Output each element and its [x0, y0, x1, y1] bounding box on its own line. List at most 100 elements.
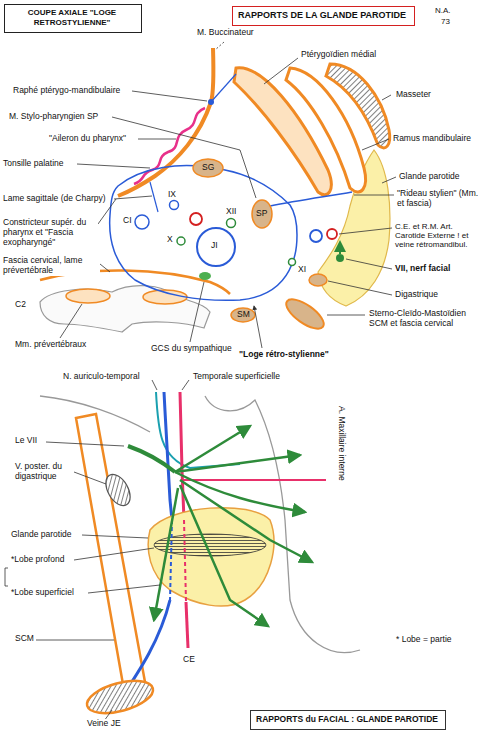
sm-muscle — [231, 308, 255, 322]
facial-branch — [175, 426, 250, 472]
anatomy-label: 73 — [440, 17, 451, 26]
superficial-temporal-artery — [180, 392, 184, 520]
anatomy-label: JI — [210, 241, 219, 251]
leader-line — [77, 164, 150, 168]
anatomy-label: *Lobe profond — [10, 555, 65, 565]
maxillary-artery — [183, 479, 326, 481]
leader-line — [339, 228, 392, 234]
leader-line — [328, 281, 392, 295]
anatomy-label: Glande parotide — [398, 172, 461, 182]
leader-line — [362, 139, 389, 150]
anatomy-label: Constricteur supér. du pharynx et "Fasci… — [2, 218, 98, 247]
facial-branch — [180, 480, 312, 562]
anatomy-label: CI — [122, 216, 133, 226]
leader-line — [182, 380, 189, 390]
leader-line — [190, 282, 204, 342]
prevertebral-muscle — [66, 289, 110, 303]
anatomy-label: * Lobe = partie — [395, 635, 453, 645]
facial-branch — [154, 488, 178, 620]
retromandibular-vein — [310, 230, 322, 242]
nerve-x — [177, 237, 185, 245]
anatomy-label: "Aileron du pharynx" — [48, 134, 127, 144]
anatomy-label: Veine JE — [86, 719, 122, 729]
leader-line — [327, 315, 365, 316]
anatomy-label: "Loge rétro-stylienne" — [238, 350, 330, 360]
stylopharyngeus — [252, 200, 272, 228]
anatomy-label: XI — [297, 265, 307, 275]
anatomy-label: M. Buccinateur — [196, 28, 255, 38]
anatomy-label: Masseter — [395, 90, 432, 100]
anatomy-label: Ptérygoïdien médial — [300, 50, 377, 60]
caption-box: RAPPORTS du FACIAL : GLANDE PAROTIDE — [250, 710, 446, 730]
leader-line — [46, 442, 124, 446]
posterior-digastric — [101, 470, 135, 509]
retrostyle-space — [110, 166, 297, 301]
facial-trunk — [128, 446, 175, 472]
c1-nerve — [135, 215, 149, 229]
facial-nerve-arrow — [339, 242, 341, 254]
leader-line — [354, 195, 394, 196]
box-text: RAPPORTS du FACIAL : GLANDE PAROTIDE — [256, 714, 440, 724]
sternocleidomastoid — [282, 294, 328, 334]
external-carotid — [186, 602, 188, 648]
anatomy-label: Raphé ptérygo-mandibulaire — [12, 86, 121, 96]
anatomy-label: Digastrique — [394, 290, 439, 300]
anatomy-label: SCM — [14, 634, 35, 644]
artery-in-gland — [184, 520, 186, 602]
anatomy-label: Sterno-Cleïdo-Mastoïdien SCM et fascia c… — [368, 309, 484, 329]
anatomy-label: Glande parotide — [10, 530, 73, 540]
stylian-curtain — [270, 192, 352, 206]
sternocleidomastoid-section — [84, 675, 157, 720]
anatomy-label: Ramus mandibulaire — [392, 134, 472, 144]
leader-lines — [5, 380, 189, 721]
anatomy-label: Mm. prévertébraux — [14, 340, 87, 350]
title-box: RAPPORTS DE LA GLANDE PAROTIDE — [232, 6, 415, 26]
anatomy-label: C2 — [14, 300, 27, 310]
facial-branch — [175, 472, 305, 512]
leader-line — [254, 306, 262, 348]
box-text: COUPE AXIALE "LOGE RETROSTYLIENNE" — [10, 8, 134, 27]
leader-line — [100, 264, 110, 272]
anatomy-label: SP — [255, 209, 268, 219]
vein — [164, 392, 172, 520]
leader-line — [132, 91, 207, 101]
anatomy-label: A. Maxillaire interne — [336, 405, 346, 482]
digastric-muscle — [309, 274, 327, 286]
anatomy-label: Tonsille palatine — [2, 159, 64, 169]
vertebra — [40, 286, 210, 332]
leader-line — [74, 548, 154, 560]
masseter-muscle — [326, 64, 390, 148]
anatomy-label: "Rideau stylien" (Mm. et fascia) — [396, 189, 482, 209]
pterygoid-fascia — [211, 74, 236, 102]
anatomy-label: CE — [182, 655, 196, 665]
leader-line — [112, 117, 256, 198]
anatomy-label: N.A. — [434, 6, 452, 15]
nerve-xii — [227, 219, 236, 228]
anatomy-label: C.E. et R.M. Art. Carotide Externe ! et … — [394, 222, 484, 250]
sagittal-lamina — [150, 182, 158, 212]
facial-nerve — [336, 254, 344, 262]
anatomy-label: X — [166, 235, 174, 245]
anatomy-label: V. poster. du digastrique — [14, 462, 74, 482]
external-carotid — [327, 229, 337, 239]
anatomy-label: IX — [167, 190, 177, 200]
leader-line — [152, 380, 157, 390]
nerve-xi — [289, 259, 296, 266]
facial-branch — [180, 485, 268, 626]
sternocleidomastoid-band — [76, 414, 145, 690]
leader-line — [36, 640, 114, 641]
facial-nerve — [128, 426, 312, 626]
raphe-dot — [208, 99, 214, 105]
anatomy-label: Le VII — [14, 436, 38, 446]
view-title-box: COUPE AXIALE "LOGE RETROSTYLIENNE" — [4, 4, 142, 33]
anatomy-label: SG — [201, 163, 215, 173]
internal-carotid — [190, 213, 202, 225]
anatomy-label: SM — [236, 310, 251, 320]
nerve-ix — [170, 201, 179, 210]
leader-line — [88, 585, 160, 593]
leader-line — [74, 472, 106, 484]
facial-branch — [175, 455, 300, 472]
leader-line — [114, 196, 152, 199]
leader-line — [382, 95, 391, 100]
